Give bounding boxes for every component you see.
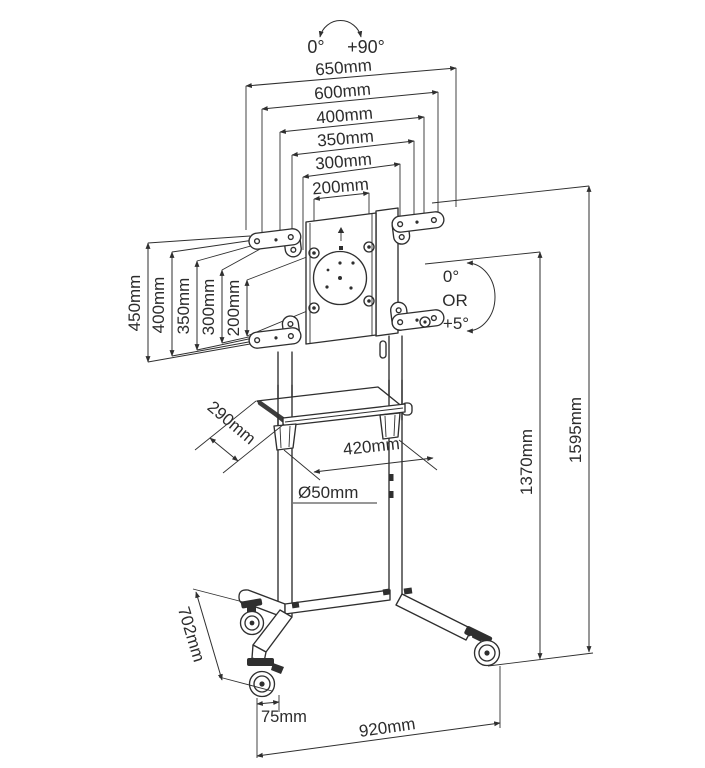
dim-400mm-v: 400mm <box>149 277 168 334</box>
dim-420mm: 420mm <box>342 434 400 459</box>
shelf-front-rail <box>273 402 413 451</box>
vesa-bracket-bottom-left <box>248 315 302 349</box>
pole-diameter-label: Ø50mm <box>293 483 377 504</box>
dim-300mm-v: 300mm <box>199 279 218 336</box>
dim-200mm-v: 200mm <box>224 280 243 337</box>
dim-350mm: 350mm <box>316 127 374 151</box>
caster-right <box>464 626 501 667</box>
dim-200mm: 200mm <box>311 175 369 199</box>
top-width-dimensions: 650mm 600mm 400mm 350mm 300mm 200mm <box>245 56 457 250</box>
left-height-dimensions: 450mm 400mm 350mm 300mm 200mm <box>125 235 313 363</box>
dim-1370mm: 1370mm <box>517 429 536 495</box>
vesa-bracket-top-left <box>248 228 302 258</box>
tilt-indicator: 0° OR +5° <box>419 260 496 334</box>
vesa-bracket-bottom-right <box>389 301 445 331</box>
pole-adjust-screw <box>389 491 394 498</box>
dim-pole-diameter: Ø50mm <box>298 483 358 502</box>
swivel-arc-arrow-icon <box>318 20 363 38</box>
tilt-label-bottom: +5° <box>443 314 469 333</box>
dim-75mm: 75mm <box>261 708 307 726</box>
swivel-label-right: +90° <box>347 37 385 57</box>
plate-screw-holes <box>308 241 375 314</box>
right-pole <box>379 335 403 601</box>
base-assembly <box>238 587 501 698</box>
swivel-label-left: 0° <box>307 37 324 57</box>
base-crossbar <box>284 589 391 615</box>
dim-300mm: 300mm <box>314 150 372 174</box>
dim-702mm: 702mm <box>174 605 209 665</box>
tilt-arc-arrow-icon <box>466 260 496 334</box>
rotation-disc <box>312 250 368 306</box>
left-pole <box>277 351 293 617</box>
swivel-indicator: 0° +90° <box>307 20 385 57</box>
vesa-bracket-top-right <box>391 211 445 245</box>
tilt-label-top: 0° <box>443 267 459 286</box>
dim-400mm: 400mm <box>315 104 373 128</box>
dim-350mm-v: 350mm <box>174 278 193 335</box>
orientation-arrow-icon <box>337 227 345 250</box>
dim-650mm: 650mm <box>314 56 372 80</box>
right-leg <box>395 593 473 641</box>
floor-reference-line <box>487 652 594 667</box>
height-dimensions: 1595mm 1370mm <box>424 185 594 667</box>
pole-adjust-screw <box>389 474 394 481</box>
caster-front <box>247 658 284 698</box>
shelf-clamp-left <box>273 423 297 451</box>
dim-450mm: 450mm <box>125 275 144 332</box>
vesa-plate <box>305 207 399 345</box>
dim-600mm: 600mm <box>313 80 371 104</box>
dim-1595mm: 1595mm <box>566 397 585 463</box>
tilt-label-middle: OR <box>442 291 468 310</box>
shelf-edge-shading <box>257 400 287 423</box>
tilt-pivot-icon <box>419 316 431 328</box>
base-dimensions: 702mm 75mm 920mm <box>174 588 501 758</box>
dim-920mm: 920mm <box>358 714 417 741</box>
caster-rear-left <box>239 598 265 636</box>
pole-slot <box>379 340 387 359</box>
